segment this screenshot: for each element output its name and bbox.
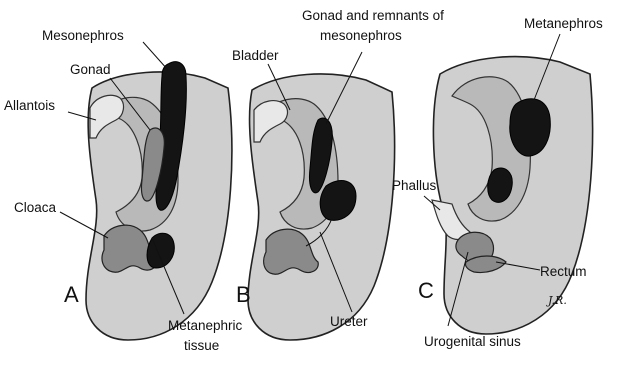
label-allantois: Allantois [4, 98, 55, 113]
label-urogenital-sinus: Urogenital sinus [424, 334, 521, 349]
panel-c: C Metanephros Phallus Rectum Urogenital … [392, 16, 603, 349]
label-gonad-remnants-line1: Gonad and remnants of [302, 8, 444, 23]
panel-b-letter: B [236, 282, 251, 307]
panel-a-letter: A [64, 282, 79, 307]
panel-b: B Bladder Gonad and remnants of mesoneph… [232, 8, 444, 340]
label-rectum: Rectum [540, 264, 587, 279]
label-metanephric-tissue-line1: Metanephric [168, 318, 243, 333]
label-cloaca: Cloaca [14, 200, 57, 215]
label-phallus: Phallus [392, 178, 437, 193]
label-metanephros: Metanephros [524, 16, 603, 31]
leader-mesonephros [143, 42, 168, 70]
panel-c-letter: C [418, 278, 434, 303]
label-metanephric-tissue-line2: tissue [184, 338, 219, 353]
artist-signature: J.R. [546, 294, 567, 307]
label-gonad-remnants-line2: mesonephros [320, 28, 402, 43]
label-bladder: Bladder [232, 48, 279, 63]
panel-c-metanephros [510, 99, 551, 156]
panel-a: A Mesonephros Gonad Allantois Cloaca Met… [4, 28, 243, 353]
label-ureter: Ureter [330, 314, 368, 329]
label-mesonephros: Mesonephros [42, 28, 124, 43]
label-gonad: Gonad [70, 62, 111, 77]
